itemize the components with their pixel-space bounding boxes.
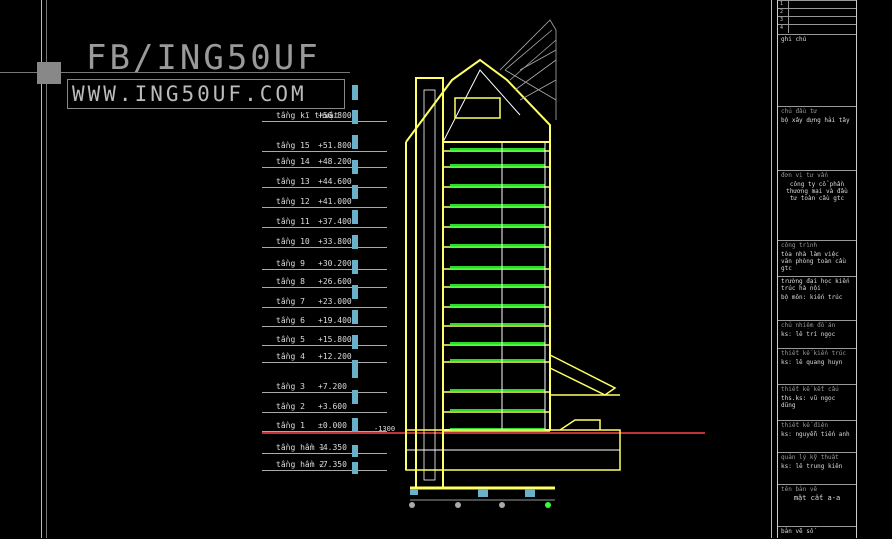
revision-row: 3 (778, 16, 856, 25)
sheet-cell: bản vẽ số (778, 526, 856, 539)
floor-finish (450, 266, 545, 269)
level-elevation: +30.200 (318, 259, 352, 268)
level-name: tầng kĩ thuật (276, 111, 339, 120)
level-line (262, 453, 387, 454)
level-line (262, 362, 387, 363)
consultant-cell: đơn vị tư vấn công ty cổ phần thương mại… (778, 170, 856, 239)
level-line (262, 121, 387, 122)
level-name: tầng 15 (276, 141, 310, 150)
role-cell: thiết kế kết cấu ths.ks: vũ ngọc dũng (778, 384, 856, 419)
level-name: tầng hầm 2 (276, 460, 325, 469)
level-line (262, 187, 387, 188)
level-elevation: +7.200 (318, 382, 347, 391)
role-cell: thiết kế điện ks: nguyễn tiến anh (778, 420, 856, 451)
level-name: tầng 12 (276, 197, 310, 206)
level-line (262, 247, 387, 248)
watermark-title: FB/ING50UF (86, 38, 321, 78)
level-elevation: +33.800 (318, 237, 352, 246)
school-cell: trường đại học kiến trúc hà nội bộ môn: … (778, 276, 856, 319)
role-cell: thiết kế kiến trúc ks: lê quang huyn (778, 348, 856, 383)
level-line (262, 227, 387, 228)
level-elevation: +3.600 (318, 402, 347, 411)
floor-finish (450, 389, 545, 392)
watermark-url: WWW.ING50UF.COM (67, 79, 345, 109)
level-line (262, 392, 387, 393)
level-elevation: +48.200 (318, 157, 352, 166)
dimension-markers (352, 85, 358, 474)
floor-finish (450, 284, 545, 287)
floor-finish (450, 164, 545, 167)
level-name: tầng 13 (276, 177, 310, 186)
level-elevation: +44.600 (318, 177, 352, 186)
drawing-name-cell: tên bản vẽ mặt cắt a-a (778, 484, 856, 525)
level-elevation: -7.350 (318, 460, 347, 469)
role-cell: quản lý kỹ thuật ks: lê trung kiên (778, 452, 856, 483)
level-elevation: ±0.000 (318, 421, 347, 430)
drawing-frame-right (771, 0, 772, 538)
level-name: tầng 2 (276, 402, 305, 411)
level-name: tầng 4 (276, 352, 305, 361)
level-line (262, 470, 387, 471)
level-elevation: +26.600 (318, 277, 352, 286)
level-line (262, 207, 387, 208)
level-name: tầng 8 (276, 277, 305, 286)
revision-row: 2 (778, 8, 856, 17)
level-elevation: +15.800 (318, 335, 352, 344)
level-elevation: +37.400 (318, 217, 352, 226)
level-name: tầng 9 (276, 259, 305, 268)
owner-cell: chủ đầu tư bộ xây dựng hải tây (778, 106, 856, 169)
level-name: tầng 3 (276, 382, 305, 391)
level-line (262, 269, 387, 270)
level-line (262, 326, 387, 327)
floor-finish (450, 323, 545, 326)
notes-cell: ghi chú (778, 34, 856, 105)
floor-finish (450, 342, 545, 345)
drawing-frame-left (41, 0, 42, 538)
level-elevation: +51.800 (318, 141, 352, 150)
level-line (262, 167, 387, 168)
crosshair-square (37, 62, 61, 84)
level-name: tầng 5 (276, 335, 305, 344)
floor-finish (450, 244, 545, 247)
floor-finish (450, 224, 545, 227)
floor-finish (450, 359, 545, 362)
level-elevation: +23.000 (318, 297, 352, 306)
floor-finish (450, 148, 545, 151)
level-name: tầng 6 (276, 316, 305, 325)
floor-finish (450, 184, 545, 187)
level-elevation: +12.200 (318, 352, 352, 361)
crosshair-line (0, 72, 350, 73)
level-elevation: +19.400 (318, 316, 352, 325)
level-line (262, 151, 387, 152)
title-block: 1 2 3 4 ghi chú chủ đầu tư bộ xây dựng h… (777, 0, 857, 538)
roof-lattice (499, 19, 557, 120)
level-name: tầng 1 (276, 421, 305, 430)
floor-finish (450, 304, 545, 307)
role-cell: chủ nhiệm đồ án ks: lê trí ngọc (778, 320, 856, 347)
floor-finish (450, 204, 545, 207)
floor-finish (450, 409, 545, 412)
drawing-frame-left-inner (46, 0, 47, 538)
ground-elevation: -1300 (374, 425, 395, 433)
level-name: tầng 10 (276, 237, 310, 246)
revision-row: 1 (778, 0, 856, 9)
project-cell: công trình tòa nhà làm việc văn phòng to… (778, 240, 856, 275)
level-line (262, 345, 387, 346)
level-line (262, 412, 387, 413)
level-elevation: +56.800 (318, 111, 352, 120)
level-elevation: -4.350 (318, 443, 347, 452)
level-name: tầng 11 (276, 217, 310, 226)
level-name: tầng 14 (276, 157, 310, 166)
level-elevation: +41.000 (318, 197, 352, 206)
level-line (262, 431, 387, 432)
level-line (262, 307, 387, 308)
level-line (262, 287, 387, 288)
revision-row: 4 (778, 24, 856, 33)
level-name: tầng 7 (276, 297, 305, 306)
level-name: tầng hầm 1 (276, 443, 325, 452)
